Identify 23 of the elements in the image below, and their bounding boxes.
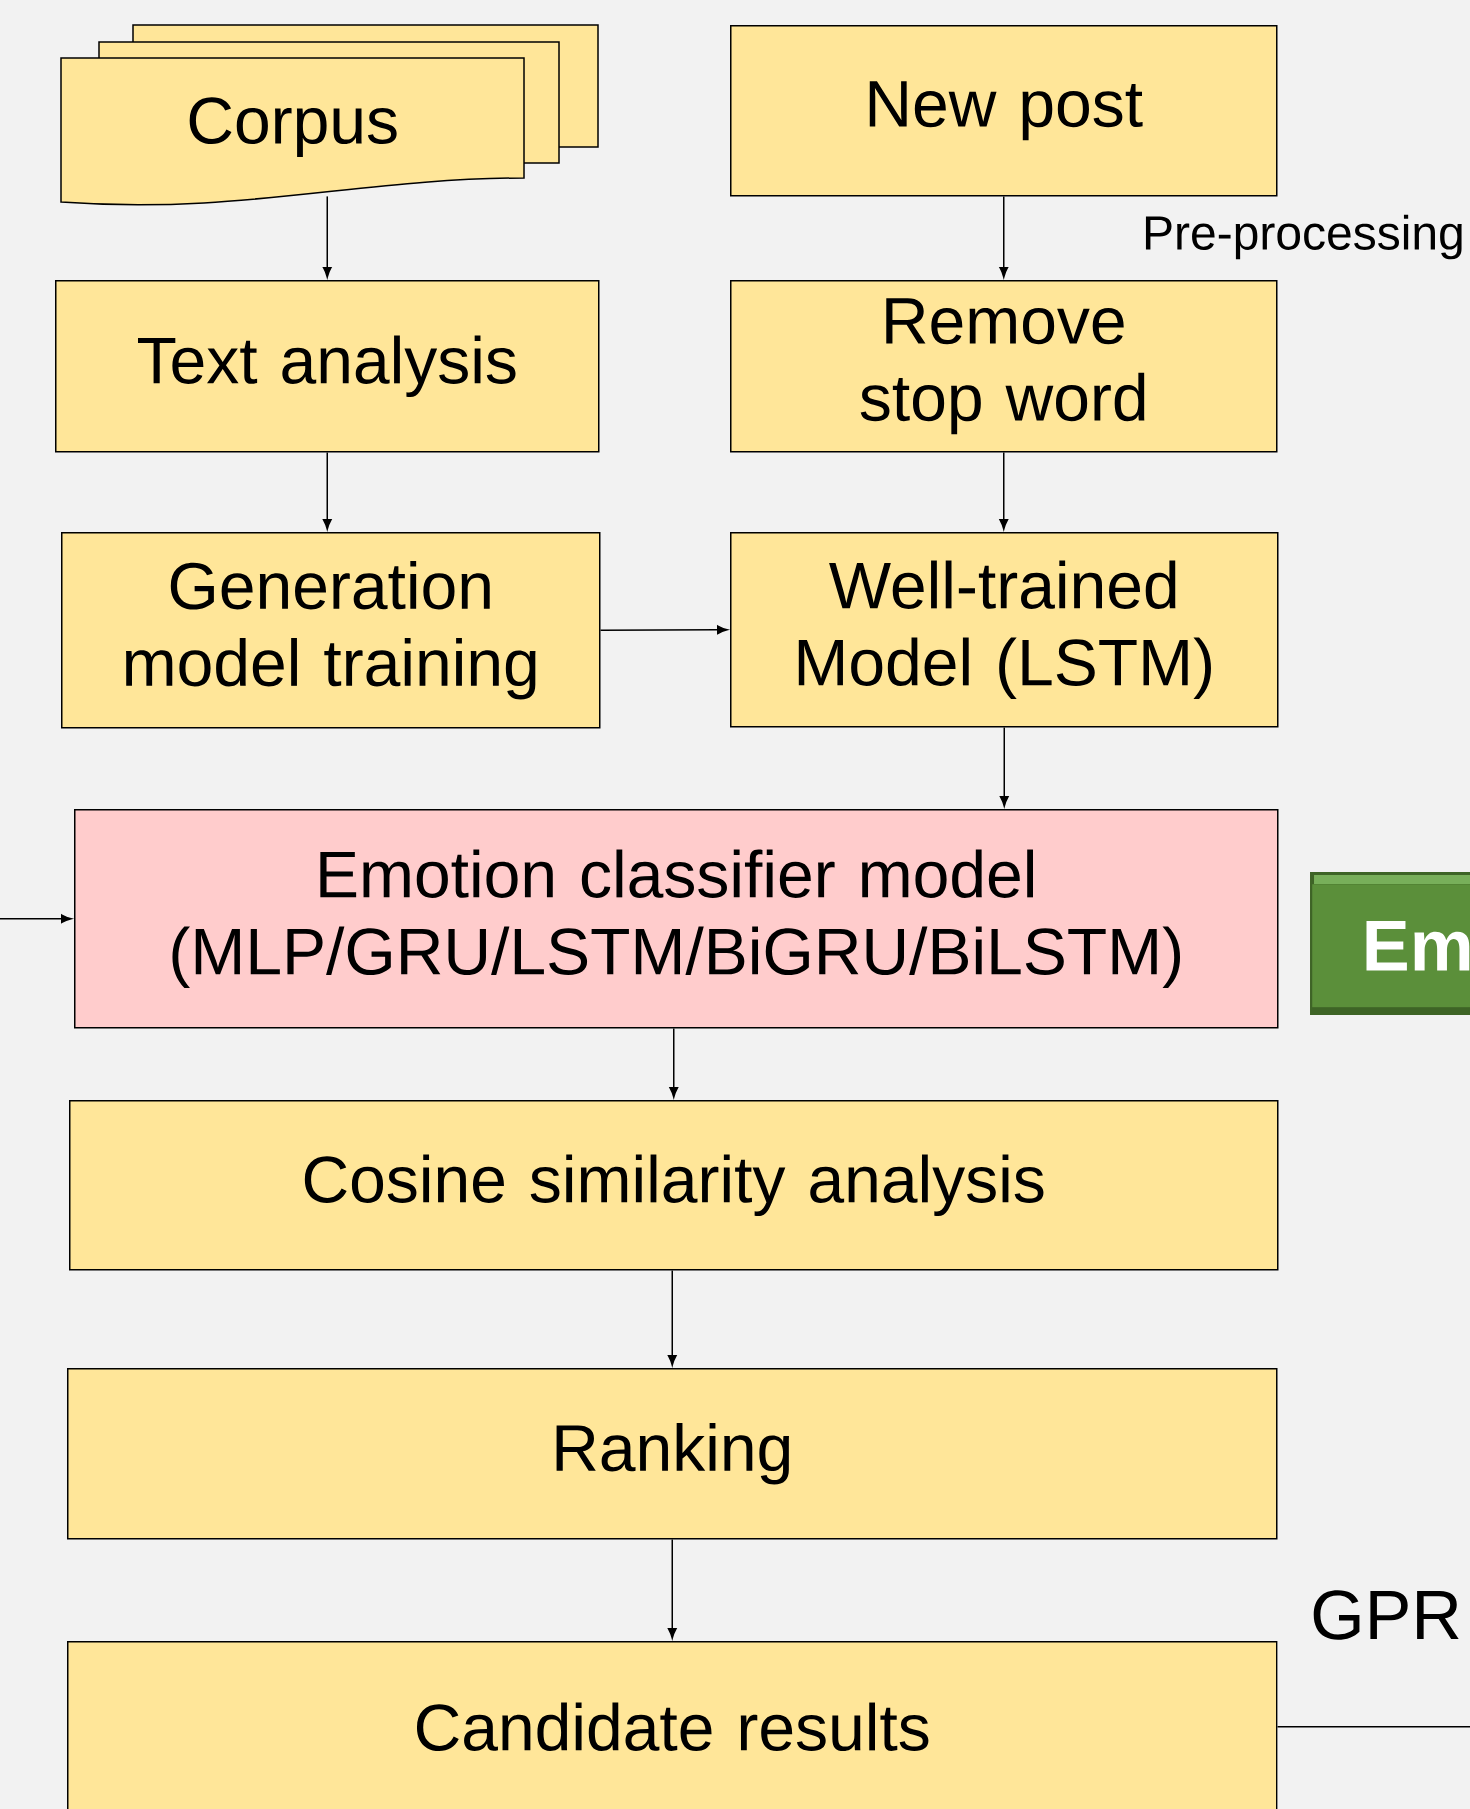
process-box: New post [730,25,1278,197]
process-box: Cosine similarity analysis [69,1100,1279,1271]
arrow [999,451,1009,530]
side-label: Pre-processing [1145,214,1462,260]
arrow [667,1538,677,1639]
bevel-button: Em [1310,872,1470,1015]
side-label: GPR [1313,1590,1459,1640]
arrow [669,1027,679,1098]
arrow [322,451,332,530]
classifier-box: Emotion classifier model (MLP/GRU/LSTM/BiGRU/BiLSTM) [74,809,1279,1029]
process-box: Candidate results [67,1641,1278,1809]
arrow [599,625,728,635]
process-box: Ranking [67,1368,1278,1540]
document-stack: Corpus [60,24,599,206]
arrow [999,195,1009,278]
process-box: Text analysis [55,280,600,453]
process-box: Generation model training [61,532,601,729]
process-box: Well-trained Model (LSTM) [730,532,1279,728]
process-box: Remove stop word [730,280,1278,453]
arrow [667,1269,677,1366]
arrow [0,914,72,924]
arrow [999,726,1009,807]
arrow [322,195,332,278]
